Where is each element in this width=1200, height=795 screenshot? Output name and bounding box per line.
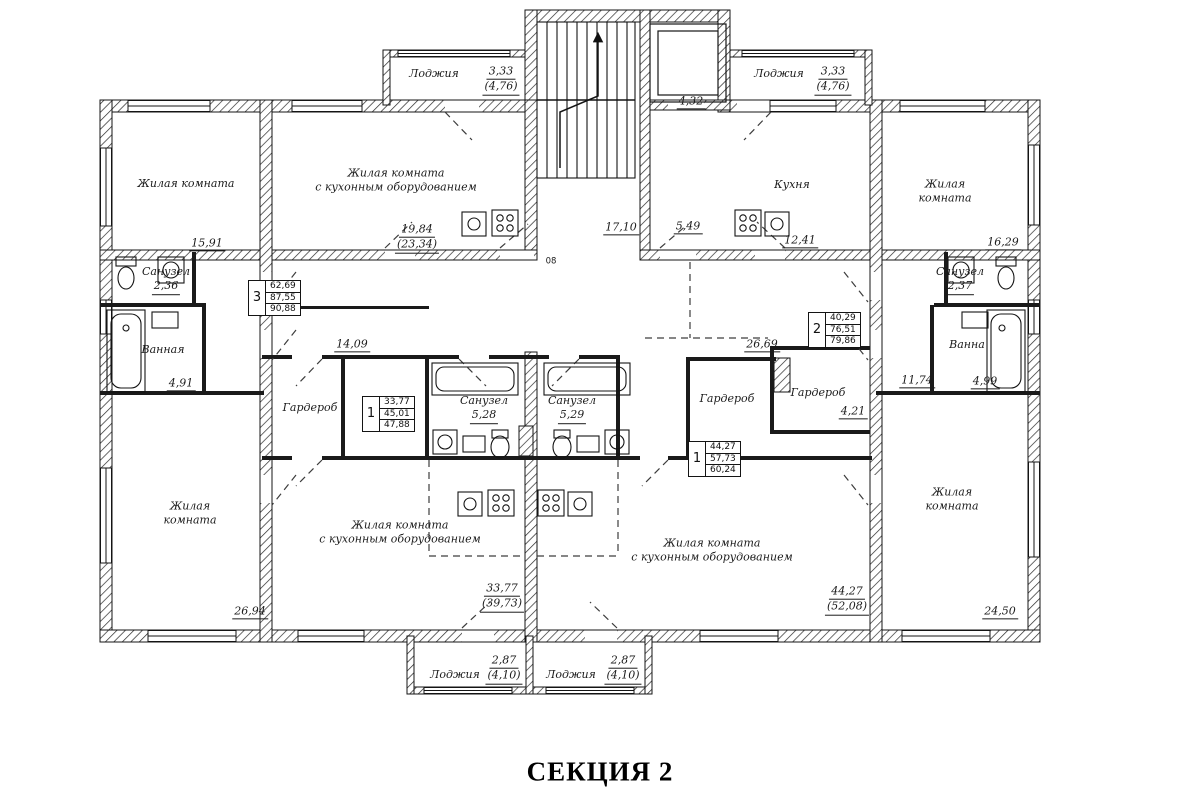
wardrobe-l-label: Гардероб [282,400,338,414]
room-living-tr-label: Жилая комната [918,177,972,205]
room-living-tl-area: 15,91 [189,236,225,252]
corridor-r-area: 11,74 [899,373,935,389]
room-living-kitchen-t-area: 19,84 (23,34) [394,223,440,254]
kitchen-area: 12,41 [782,233,818,249]
bath-l-label: Ванная [141,342,185,356]
corridor-l-area: 14,09 [334,337,370,353]
kitchen-equipment [457,209,790,517]
hall-area: 5,49 [673,219,703,235]
apartment-stamp-1-right: 1 44,27 57,73 60,24 [688,441,741,477]
flat-number-label: 08 [545,256,557,267]
stairs-icon [536,21,636,179]
partitions [100,252,1040,460]
apartment-stamp-2: 2 40,29 76,51 79,86 [808,312,861,348]
loggia-tr-area: 3,33 (4,76) [814,65,852,96]
loggia-tl-label: Лоджия [409,66,459,80]
bath-l-area: 4,91 [166,376,196,392]
room-living-bl-label: Жилая комната [163,499,217,527]
corridor-c-area: 26,69 [744,337,780,353]
wardrobe-r-label: Гардероб [790,385,846,399]
apartment-stamp-3: 3 62,69 87,55 90,88 [248,280,301,316]
bath-r-label: Ванна [949,337,985,351]
elevator-area: 4,32 [676,94,706,110]
room-living-tl-label: Жилая комната [137,176,235,190]
san-529-label: Санузел 5,29 [548,394,596,424]
stairs-area: 17,10 [603,220,639,236]
san-528-label: Санузел 5,28 [460,394,508,424]
loggia-tr-label: Лоджия [754,66,804,80]
room-living-kitchen-bl-label: Жилая комната с кухонным оборудованием [319,518,481,546]
room-living-tr-area: 16,29 [985,235,1021,251]
loggia-br-label: Лоджия [546,667,596,681]
room-living-kitchen-bl-area: 33,77 (39,73) [479,582,525,613]
section-title: СЕКЦИЯ 2 [526,756,674,787]
windows [100,50,1040,694]
san-tl-label: Санузел 2,36 [142,265,190,295]
elevator-icon [649,23,727,103]
room-living-br-area: 24,50 [982,604,1018,620]
loggia-br-area: 2,87 (4,10) [604,654,642,685]
san-tr-label: Санузел 2,37 [936,265,984,295]
loggia-bl-area: 2,87 (4,10) [485,654,523,685]
room-living-kitchen-br-label: Жилая комната с кухонным оборудованием [631,536,793,564]
kitchen-label: Кухня [774,177,810,191]
room-living-kitchen-br-area: 44,27 (52,08) [824,585,870,616]
loggia-bl-label: Лоджия [430,667,480,681]
fixtures [106,256,1026,459]
loggia-tl-area: 3,33 (4,76) [482,65,520,96]
wardrobe-c-label: Гардероб [699,391,755,405]
wardrobe-r-area: 4,21 [838,404,868,420]
bath-r-area: 4,99 [970,374,1000,390]
apartment-stamp-1-left: 1 33,77 45,01 47,88 [362,396,415,432]
room-living-br-label: Жилая комната [925,485,979,513]
room-living-bl-area: 26,94 [232,604,268,620]
room-living-kitchen-t-label: Жилая комната с кухонным оборудованием [315,166,477,194]
